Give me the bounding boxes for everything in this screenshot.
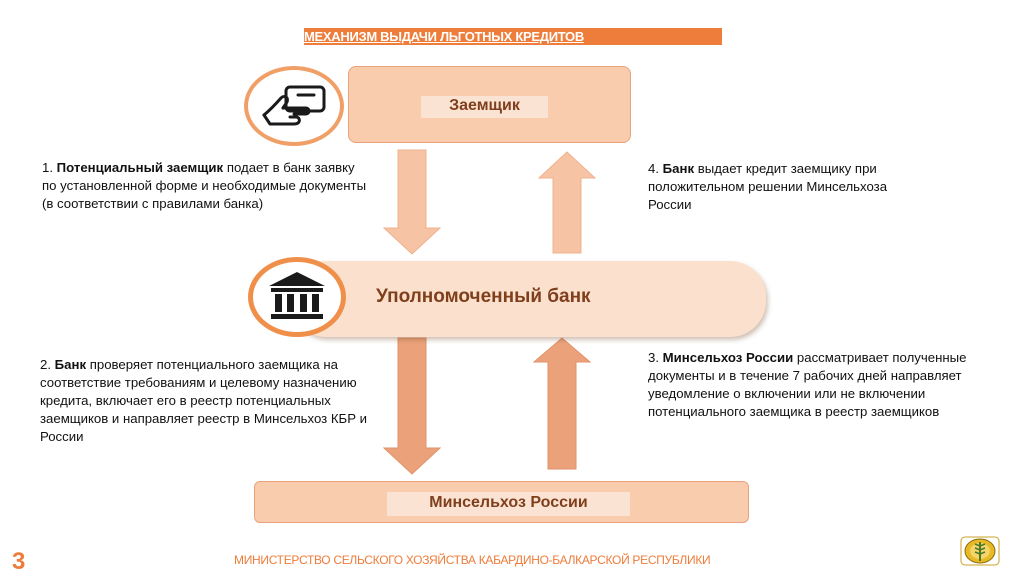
step-4-text: 4. Банк выдает кредит заемщику при полож…	[648, 161, 888, 212]
step-3-text: 3. Минсельхоз России рассматривает получ…	[648, 350, 967, 419]
arrow-borrower-to-bank	[382, 149, 442, 255]
ministry-label: Минсельхоз России	[429, 494, 588, 511]
arrow-ministry-to-bank	[532, 337, 592, 470]
step-1-text: 1. Потенциальный заемщик подает в банк з…	[42, 160, 367, 211]
hand-card-icon	[244, 66, 344, 146]
ministry-label-bg	[387, 492, 630, 516]
borrower-label-bg	[421, 96, 548, 118]
borrower-label: Заемщик	[449, 97, 520, 114]
title-bar	[304, 28, 722, 45]
arrow-bank-to-ministry	[382, 337, 442, 475]
step-2-text: 2. Банк проверяет потенциального заемщик…	[40, 357, 368, 444]
page-title: МЕХАНИЗМ ВЫДАЧИ ЛЬГОТНЫХ КРЕДИТОВ	[304, 29, 584, 44]
wheat-emblem-icon	[960, 536, 1000, 566]
page-number: 3	[12, 548, 26, 575]
arrow-bank-to-borrower	[537, 151, 597, 254]
footer-organization: МИНИСТЕРСТВО СЕЛЬСКОГО ХОЗЯЙСТВА КАБАРДИ…	[234, 553, 711, 567]
bank-node	[290, 261, 766, 337]
bank-label: Уполномоченный банк	[376, 286, 591, 307]
bank-building-icon	[248, 257, 346, 337]
